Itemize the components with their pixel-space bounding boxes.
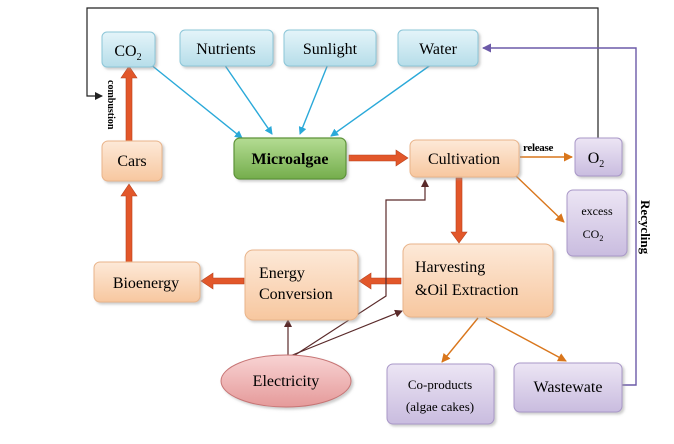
cultivation-label: Cultivation	[428, 151, 500, 168]
sunlight-label: Sunlight	[303, 41, 358, 58]
cultivation-to-excess-co2-arrow	[515, 175, 565, 223]
wastewater-label: Wastewate	[534, 379, 603, 396]
bioenergy-to-cars-arrow	[120, 183, 138, 263]
harvesting-line2: &Oil Extraction	[415, 282, 519, 299]
svg-text:O2: O2	[588, 150, 605, 170]
water-to-microalgae-arrow	[330, 63, 433, 137]
svg-text:CO2: CO2	[114, 43, 141, 63]
cultivation-node: Cultivation	[409, 139, 520, 178]
energy-conversion-line1: Energy	[259, 265, 305, 282]
coproducts-line1: Co-products	[408, 377, 472, 392]
co2-to-microalgae-arrow	[149, 63, 243, 139]
cars-node: Cars	[101, 140, 163, 182]
sunlight-to-microalgae-arrow	[298, 63, 329, 135]
coproducts-node: Co-products (algae cakes)	[386, 363, 495, 425]
nutrients-node: Nutrients	[179, 29, 274, 67]
electricity-node: Electricity	[220, 354, 352, 408]
harvesting-to-coproducts-arrow	[441, 317, 479, 363]
harvesting-node: Harvesting &Oil Extraction	[402, 243, 554, 318]
release-label: release	[523, 142, 553, 154]
cultivation-to-harvesting-arrow	[450, 177, 468, 244]
combustion-label: combustion	[105, 80, 116, 130]
recycling-label: Recycling	[638, 200, 653, 255]
microalgae-to-cultivation-arrow	[348, 149, 409, 167]
bioenergy-label: Bioenergy	[113, 275, 179, 292]
energy-conversion-line2: Conversion	[259, 286, 333, 303]
o2-subscript: 2	[599, 159, 604, 170]
o2-label: O	[588, 150, 600, 167]
svg-text:CO2: CO2	[583, 227, 604, 243]
excess-co2-line1: excess	[581, 204, 613, 218]
microalgae-label: Microalgae	[251, 151, 328, 168]
excess-co2-node: excess CO2	[566, 189, 628, 257]
co2-node: CO2	[101, 31, 156, 68]
o2-to-co2-feedback-line	[86, 7, 599, 138]
co2-subscript: 2	[137, 52, 142, 63]
energy-conversion-node: Energy Conversion	[244, 249, 359, 321]
harvesting-line1: Harvesting	[415, 259, 485, 276]
nutrients-label: Nutrients	[196, 41, 256, 58]
electricity-label: Electricity	[253, 373, 320, 390]
electricity-to-harvesting-arrow	[289, 309, 403, 357]
sunlight-node: Sunlight	[283, 29, 377, 67]
co2-label: CO	[114, 43, 136, 60]
microalgae-node: Microalgae	[233, 137, 347, 180]
nutrients-to-microalgae-arrow	[223, 63, 273, 135]
coproducts-line2: (algae cakes)	[406, 399, 474, 414]
harvesting-to-wastewater-arrow	[485, 317, 567, 362]
energy-to-bioenergy-arrow	[200, 272, 245, 290]
excess-co2-subscript: 2	[599, 234, 603, 243]
excess-co2-label: CO	[583, 227, 600, 241]
water-node: Water	[397, 29, 479, 67]
recycling-line	[482, 43, 637, 386]
harvesting-to-energy-arrow	[358, 272, 402, 290]
cars-label: Cars	[117, 153, 146, 170]
water-label: Water	[419, 41, 457, 58]
cars-to-co2-arrow	[120, 65, 138, 142]
o2-node: O2	[574, 137, 623, 177]
wastewater-node: Wastewate	[513, 362, 623, 413]
bioenergy-node: Bioenergy	[93, 261, 201, 303]
